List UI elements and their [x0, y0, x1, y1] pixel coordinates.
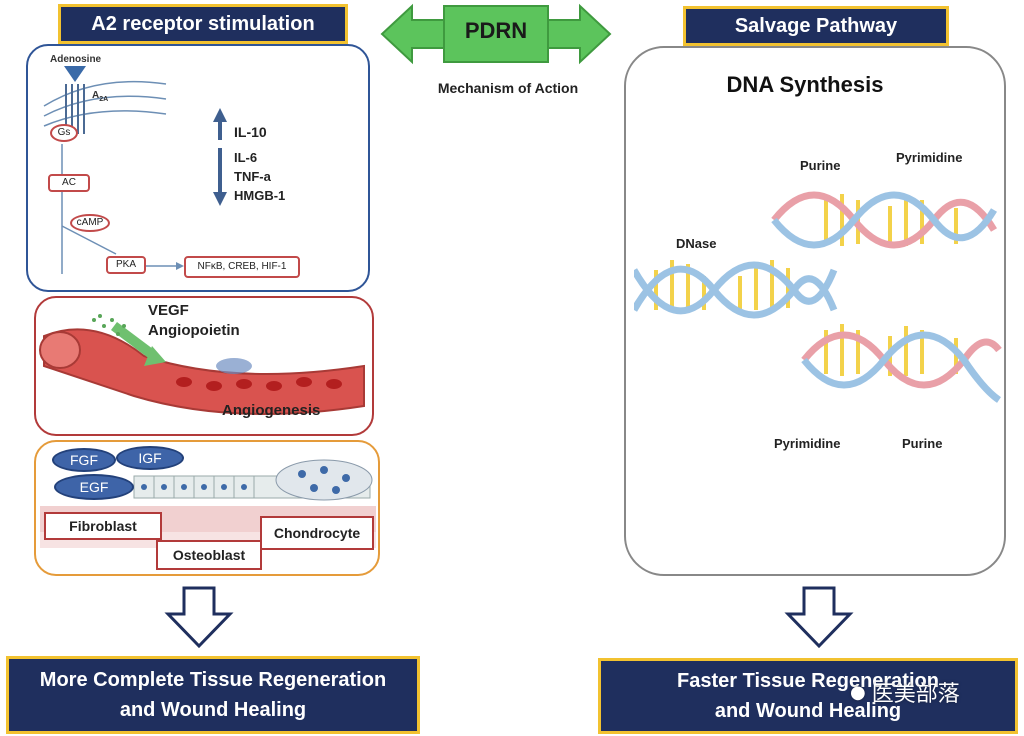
mechanism-subtitle: Mechanism of Action: [437, 80, 579, 96]
left-down-arrow-icon: [164, 586, 234, 649]
blood-vessel-illustration: [39, 314, 365, 415]
right-outcome-box: Faster Tissue Regeneration and Wound Hea…: [598, 658, 1018, 734]
il10-label: IL-10: [234, 124, 267, 140]
right-title-box: Salvage Pathway: [683, 6, 949, 46]
chondrocyte-label: Chondrocyte: [260, 516, 374, 550]
left-title: A2 receptor stimulation: [91, 12, 315, 35]
right-down-arrow-icon: [784, 586, 854, 649]
left-outcome-line2: and Wound Healing: [119, 699, 307, 721]
dnase-label: DNase: [676, 236, 717, 251]
pyrimidine-top-label: Pyrimidine: [896, 150, 963, 165]
fgf-ellipse: FGF: [52, 448, 116, 472]
egf-ellipse: EGF: [54, 474, 134, 500]
receptor-label: A2A: [92, 90, 108, 103]
left-title-box: A2 receptor stimulation: [58, 4, 348, 44]
pdrn-double-arrow: [380, 3, 612, 65]
watermark-text: 医美部落: [871, 682, 960, 707]
igf-ellipse: IGF: [116, 446, 184, 470]
dna-title: DNA Synthesis: [726, 72, 884, 97]
left-outcome-line1: More Complete Tissue Regeneration: [39, 669, 387, 691]
camp-node: cAMP: [70, 214, 110, 232]
dna-helix-illustration: [634, 191, 1002, 403]
transcription-factors-node: NFκB, CREB, HIF-1: [184, 256, 300, 278]
osteoblast-label: Osteoblast: [156, 540, 262, 570]
right-outcome-line1: Faster Tissue Regeneration: [677, 670, 939, 692]
ac-node: AC: [48, 174, 90, 192]
right-title: Salvage Pathway: [734, 14, 898, 37]
receptor-letter: A: [92, 90, 100, 101]
fibroblast-label: Fibroblast: [44, 512, 162, 540]
purine-bottom-label: Purine: [902, 436, 943, 451]
watermark: ● 医美部落: [850, 676, 960, 708]
pdrn-label: PDRN: [464, 18, 528, 43]
receptor-subscript: 2A: [99, 96, 109, 103]
receptor-pathway-lines: [43, 66, 227, 274]
left-outcome-box: More Complete Tissue Regeneration and Wo…: [6, 656, 420, 734]
angiopoietin-label: Angiopoietin: [148, 322, 240, 339]
tnfa-label: TNF-a: [234, 169, 271, 184]
vegf-label: VEGF: [148, 302, 189, 319]
adenosine-label: Adenosine: [50, 54, 102, 65]
angiogenesis-label: Angiogenesis: [222, 402, 321, 419]
purine-top-label: Purine: [800, 158, 841, 173]
hmgb1-label: HMGB-1: [234, 188, 286, 203]
pka-node: PKA: [106, 256, 146, 274]
receptor-pathway-panel: [26, 44, 370, 292]
pyrimidine-bottom-label: Pyrimidine: [774, 436, 841, 451]
il6-label: IL-6: [234, 150, 258, 165]
right-outcome-line2: and Wound Healing: [714, 700, 902, 722]
gs-node: Gs: [50, 124, 78, 142]
wechat-icon: ●: [850, 681, 866, 703]
